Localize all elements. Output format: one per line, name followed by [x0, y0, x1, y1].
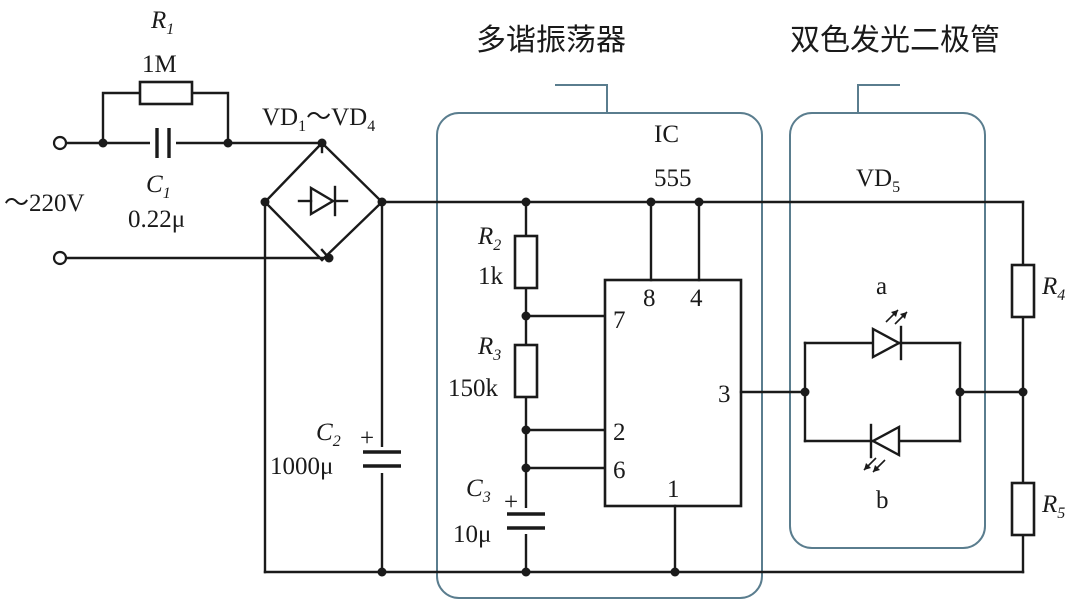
led-a-label: a [876, 273, 887, 300]
r3-resistor [513, 343, 539, 399]
ic-model: 555 [654, 165, 692, 192]
r2-value: 1k [478, 263, 504, 290]
ic-label: IC [654, 121, 679, 148]
input-terminal-top [52, 135, 68, 151]
c3-plus: + [504, 489, 518, 516]
ic-555-body [603, 278, 743, 508]
ic-pin-6: 6 [613, 457, 626, 484]
vd5-label: VD5 [856, 165, 900, 196]
led-b-icon [863, 423, 901, 473]
c3-value: 10μ [453, 521, 491, 548]
led-b-label: b [876, 487, 889, 514]
ic-pin-2: 2 [613, 419, 626, 446]
r5-resistor [1010, 481, 1036, 537]
led-a-icon [871, 309, 908, 361]
r2-resistor [513, 234, 539, 290]
ic-pin-8: 8 [643, 285, 656, 312]
c2-label: C2 [316, 419, 341, 450]
c1-label: C1 [146, 171, 171, 202]
bridge-label: VD1～VD4 [262, 104, 375, 135]
multivibrator-leader [555, 84, 608, 113]
c1-value: 0.22μ [128, 206, 185, 233]
c1-capacitor [150, 125, 176, 161]
ic-pin-wires [649, 200, 807, 574]
r4-label: R4 [1041, 273, 1065, 304]
ic-pin-7: 7 [613, 307, 626, 334]
c2-value: 1000μ [270, 453, 333, 480]
r3-value: 150k [448, 375, 499, 402]
timing-pin-wires [524, 314, 607, 470]
multivibrator-label: 多谐振荡器 [476, 23, 626, 58]
r1-value: 1M [142, 51, 177, 78]
multivibrator-box [436, 112, 763, 599]
input-voltage-label: ～220V [4, 190, 85, 217]
r1-label: R1 [150, 7, 174, 38]
r2-label: R2 [477, 223, 501, 254]
led-parallel-wires [803, 341, 1025, 443]
ic-pin-3: 3 [718, 381, 731, 408]
input-terminal-bottom [52, 250, 68, 266]
r1-resistor [138, 80, 194, 106]
c3-capacitor [507, 508, 545, 534]
r4-resistor [1010, 263, 1036, 319]
junction-dots [98, 138, 1028, 577]
ic-pin-4: 4 [690, 285, 703, 312]
c2-capacitor [363, 447, 401, 473]
bridge-diode-icon [297, 185, 349, 217]
bicolor-led-label: 双色发光二极管 [790, 23, 1000, 58]
c3-label: C3 [466, 475, 491, 506]
c2-plus: + [360, 425, 374, 452]
bicolor-led-box [789, 112, 986, 549]
r3-label: R3 [477, 333, 501, 364]
r5-label: R5 [1041, 491, 1065, 522]
ic-pin-1: 1 [667, 476, 680, 503]
bicolor-led-leader [857, 84, 900, 113]
bridge-rectifier [263, 141, 384, 262]
